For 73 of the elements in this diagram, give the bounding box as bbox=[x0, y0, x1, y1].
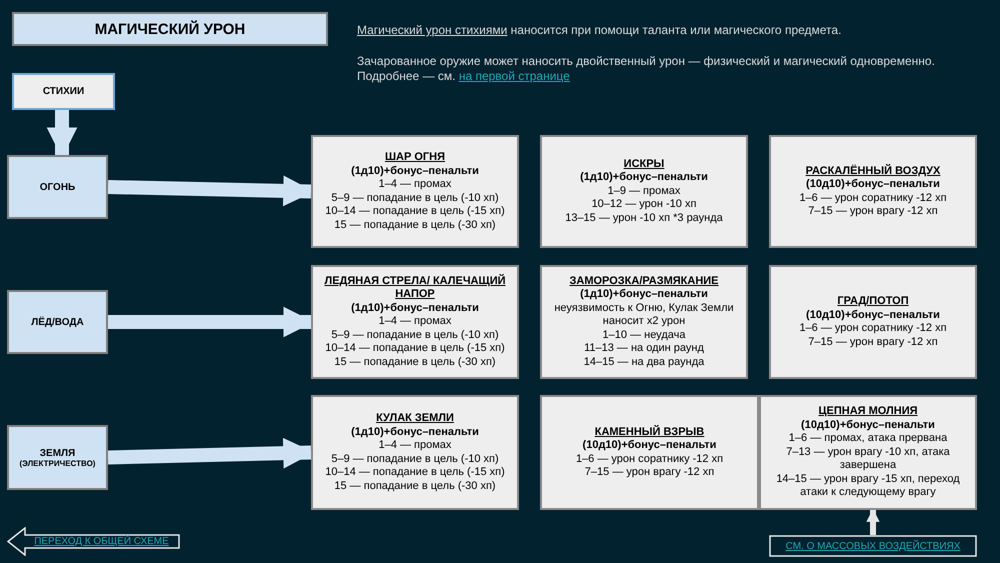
dice-formula: (1д10)+бонус–пенальти bbox=[351, 426, 479, 439]
arrow bbox=[866, 508, 880, 535]
title-banner: МАГИЧЕСКИЙ УРОН bbox=[12, 12, 328, 46]
element-label: ЛЁД/ВОДА bbox=[31, 316, 84, 328]
result-line: 7–15 — урон врагу -12 хп bbox=[808, 205, 938, 218]
card-heading: КУЛАК ЗЕМЛИ bbox=[376, 412, 454, 426]
dice-formula: (10д10)+бонус–пенальти bbox=[582, 439, 716, 452]
element-label: ЗЕМЛЯ bbox=[40, 448, 76, 458]
element-box bbox=[7, 425, 108, 490]
link-button: СМ. О МАССОВЫХ ВОЗДЕЙСТВИЯХ bbox=[769, 535, 977, 557]
card-heading: ИСКРЫ bbox=[624, 158, 664, 172]
result-line: 10–14 — попадание в цель (-15 хп) bbox=[325, 466, 505, 480]
result-line: 10–14 — попадание в цель (-15 хп) bbox=[325, 205, 505, 218]
card-heading: ЗАМОРОЗКА/РАЗМЯКАНИЕ bbox=[569, 274, 719, 288]
description-text: Зачарованное оружие может наносить двойственный урон — физический и магический одновременно. bbox=[357, 54, 935, 68]
result-line: 1–6 — урон соратнику -12 хп bbox=[799, 322, 947, 336]
spell-card bbox=[769, 135, 977, 248]
result-line: 5–9 — попадание в цель (-10 хп) bbox=[331, 452, 499, 466]
spell-card bbox=[769, 265, 977, 379]
result-line: 10–14 — попадание в цель (-15 хп) bbox=[325, 342, 505, 356]
result-line: 15 — попадание в цель (-30 хп) bbox=[334, 480, 496, 493]
spell-card bbox=[759, 395, 977, 510]
card-heading: ЛЕДЯНАЯ СТРЕЛА/ КАЛЕЧАЩИЙ НАПОР bbox=[323, 274, 507, 302]
result-line: 11–13 — на один раунд bbox=[584, 342, 704, 356]
dice-formula: (10д10)+бонус–пенальти bbox=[806, 308, 940, 322]
spell-card bbox=[311, 395, 519, 510]
dice-formula: (10д10)+бонус–пенальти bbox=[801, 418, 935, 432]
result-line: 1–9 — промах bbox=[608, 184, 680, 198]
category-label: СТИХИИ bbox=[42, 86, 84, 97]
result-line: 15 — попадание в цель (-30 хп) bbox=[334, 356, 496, 370]
dice-formula: (1д10)+бонус–пенальти bbox=[580, 288, 708, 302]
description-text: Подробнее — см. bbox=[357, 69, 456, 83]
element-box bbox=[7, 155, 108, 219]
dice-formula: (10д10)+бонус–пенальти bbox=[806, 178, 940, 192]
spell-card bbox=[540, 265, 748, 379]
description-text: наносится при помощи таланта или магического предмета. bbox=[510, 23, 842, 37]
result-line: 1–4 — промах bbox=[378, 315, 452, 329]
element-box bbox=[7, 290, 108, 354]
result-line: 15 — попадание в цель (-30 хп) bbox=[334, 218, 496, 232]
result-line: 1–6 — промах, атака прервана bbox=[788, 432, 948, 446]
card-heading: ГРАД/ПОТОП bbox=[837, 295, 909, 308]
result-line: 1–4 — промах bbox=[378, 439, 452, 452]
result-line: 13–15 — урон -10 хп *3 раунда bbox=[565, 212, 723, 226]
result-line: 10–12 — урон -10 хп bbox=[592, 198, 696, 212]
dice-formula: (1д10)+бонус–пенальти bbox=[351, 302, 479, 316]
result-line: 7–13 — урон врагу -10 хп, атака завершена bbox=[785, 446, 951, 473]
spell-card bbox=[311, 135, 519, 248]
text-link: Магический урон стихиями bbox=[357, 23, 508, 37]
result-line: 1–10 — неудача bbox=[602, 328, 686, 342]
card-heading: РАСКАЛЁННЫЙ ВОЗДУХ bbox=[806, 164, 940, 178]
result-line: 14–15 — урон врагу -15 хп, переход атаки к следующему врагу bbox=[775, 472, 961, 500]
card-heading: ШАР ОГНЯ bbox=[384, 151, 446, 164]
spell-card bbox=[540, 395, 759, 510]
back-arrow-button: ПЕРЕХОД К ОБЩЕЙ СХЕМЕ bbox=[7, 527, 180, 556]
result-line: 14–15 — на два раунда bbox=[584, 356, 704, 370]
result-line: 7–15 — урон врагу -12 хп bbox=[808, 336, 938, 349]
dice-formula: (1д10)+бонус–пенальти bbox=[580, 171, 708, 185]
spell-card bbox=[540, 135, 748, 248]
result-line: 1–6 — урон соратнику -12 хп bbox=[576, 452, 724, 466]
dice-formula: (1д10)+бонус–пенальти bbox=[351, 164, 479, 178]
result-line: 1–6 — урон соратнику -12 хп bbox=[799, 192, 947, 205]
card-heading: КАМЕННЫЙ ВЗРЫВ bbox=[594, 426, 704, 439]
card-heading: ЦЕПНАЯ МОЛНИЯ bbox=[818, 405, 918, 419]
text-link: на первой странице bbox=[458, 69, 570, 83]
result-line: 1–4 — промах bbox=[378, 178, 452, 192]
result-line: неуязвимость к Огню, Кулак Земли наносит x2 урон bbox=[553, 302, 735, 329]
category-box bbox=[12, 73, 115, 110]
element-note: (ЭЛЕКТРИЧЕСТВО) bbox=[20, 458, 96, 468]
result-line: 5–9 — попадание в цель (-10 хп) bbox=[331, 328, 499, 342]
spell-card bbox=[311, 265, 519, 379]
element-label: ОГОНЬ bbox=[40, 182, 76, 192]
result-line: 5–9 — попадание в цель (-10 хп) bbox=[331, 192, 499, 205]
result-line: 7–15 — урон врагу -12 хп bbox=[584, 466, 714, 480]
